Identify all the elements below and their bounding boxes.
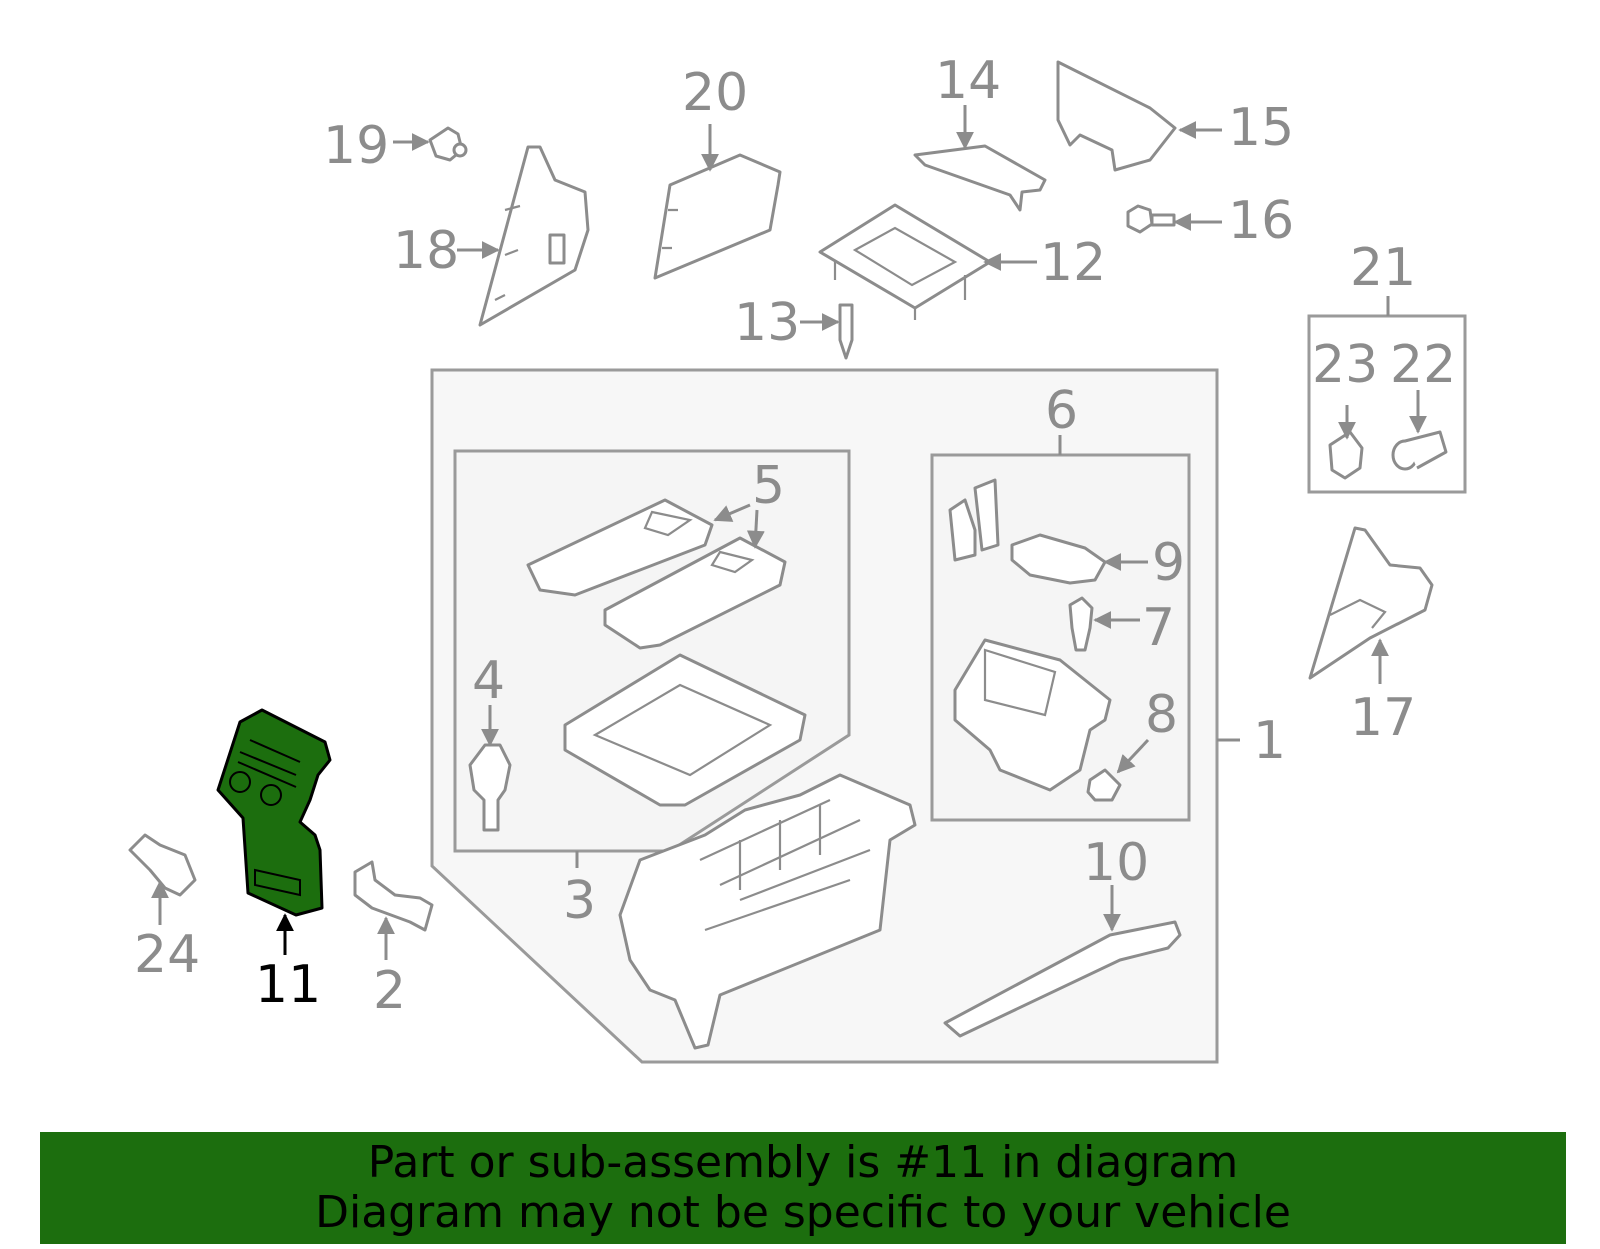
- callout-5[interactable]: 5: [752, 456, 785, 516]
- part-cupholder-insert[interactable]: [953, 638, 1112, 792]
- part-11-rear-console-panel-highlighted[interactable]: [216, 708, 332, 917]
- callout-13[interactable]: 13: [734, 293, 800, 353]
- callout-10[interactable]: 10: [1083, 833, 1149, 893]
- callout-3[interactable]: 3: [563, 871, 596, 931]
- part-6-cupholder-parts[interactable]: [948, 478, 1000, 562]
- callout-21[interactable]: 21: [1350, 238, 1416, 298]
- part-9-gasket[interactable]: [1010, 533, 1107, 585]
- callout-17[interactable]: 17: [1350, 688, 1416, 748]
- part-info-banner: Part or sub-assembly is #11 in diagram D…: [40, 1132, 1566, 1244]
- part-8-latch[interactable]: [1086, 768, 1122, 802]
- callout-12[interactable]: 12: [1040, 233, 1106, 293]
- part-12-tray[interactable]: [818, 203, 992, 320]
- part-15-bracket[interactable]: [1056, 60, 1177, 172]
- callout-15[interactable]: 15: [1228, 98, 1294, 158]
- console-body[interactable]: [618, 773, 917, 1050]
- part-19-clip[interactable]: [428, 126, 468, 162]
- part-3-tray-frame[interactable]: [563, 653, 807, 807]
- callout-8[interactable]: 8: [1145, 685, 1178, 745]
- callout-6[interactable]: 6: [1045, 381, 1078, 441]
- leader-lines: [151, 105, 1427, 960]
- part-14-cover[interactable]: [913, 144, 1047, 212]
- banner-part-line: Part or sub-assembly is #11 in diagram: [367, 1137, 1239, 1188]
- callout-2[interactable]: 2: [373, 961, 406, 1021]
- callout-numbers: 1 2 3 4 5 6 7 8 9 10 11 12 13 14 15 16 1…: [134, 51, 1456, 1021]
- callout-7[interactable]: 7: [1142, 598, 1175, 658]
- callout-18[interactable]: 18: [393, 221, 459, 281]
- part-16-bolt[interactable]: [1126, 204, 1176, 234]
- callout-1[interactable]: 1: [1253, 711, 1286, 771]
- callout-23[interactable]: 23: [1312, 335, 1378, 395]
- parts-diagram: 1 2 3 4 5 6 7 8 9 10 11 12 13 14 15 16 1…: [128, 51, 1467, 1064]
- callout-22[interactable]: 22: [1390, 335, 1456, 395]
- part-7-button[interactable]: [1068, 596, 1094, 652]
- part-18-side-panel[interactable]: [478, 145, 590, 327]
- callout-20[interactable]: 20: [682, 63, 748, 123]
- callout-19[interactable]: 19: [323, 116, 389, 176]
- part-2-bracket[interactable]: [353, 860, 434, 932]
- callout-14[interactable]: 14: [935, 51, 1001, 111]
- callout-4[interactable]: 4: [472, 651, 505, 711]
- part-22-power-outlet[interactable]: [1391, 430, 1448, 471]
- part-17-side-panel[interactable]: [1308, 526, 1434, 680]
- part-10-trim-strip[interactable]: [943, 920, 1182, 1038]
- callout-24[interactable]: 24: [134, 925, 200, 985]
- part-20-panel[interactable]: [653, 153, 782, 280]
- callout-16[interactable]: 16: [1228, 191, 1294, 251]
- banner-disclaimer-line: Diagram may not be specific to your vehi…: [315, 1187, 1291, 1238]
- callout-9[interactable]: 9: [1152, 533, 1185, 593]
- callout-11-highlighted[interactable]: 11: [255, 955, 321, 1015]
- part-13-clip[interactable]: [838, 303, 854, 360]
- part-24-clip[interactable]: [128, 833, 197, 897]
